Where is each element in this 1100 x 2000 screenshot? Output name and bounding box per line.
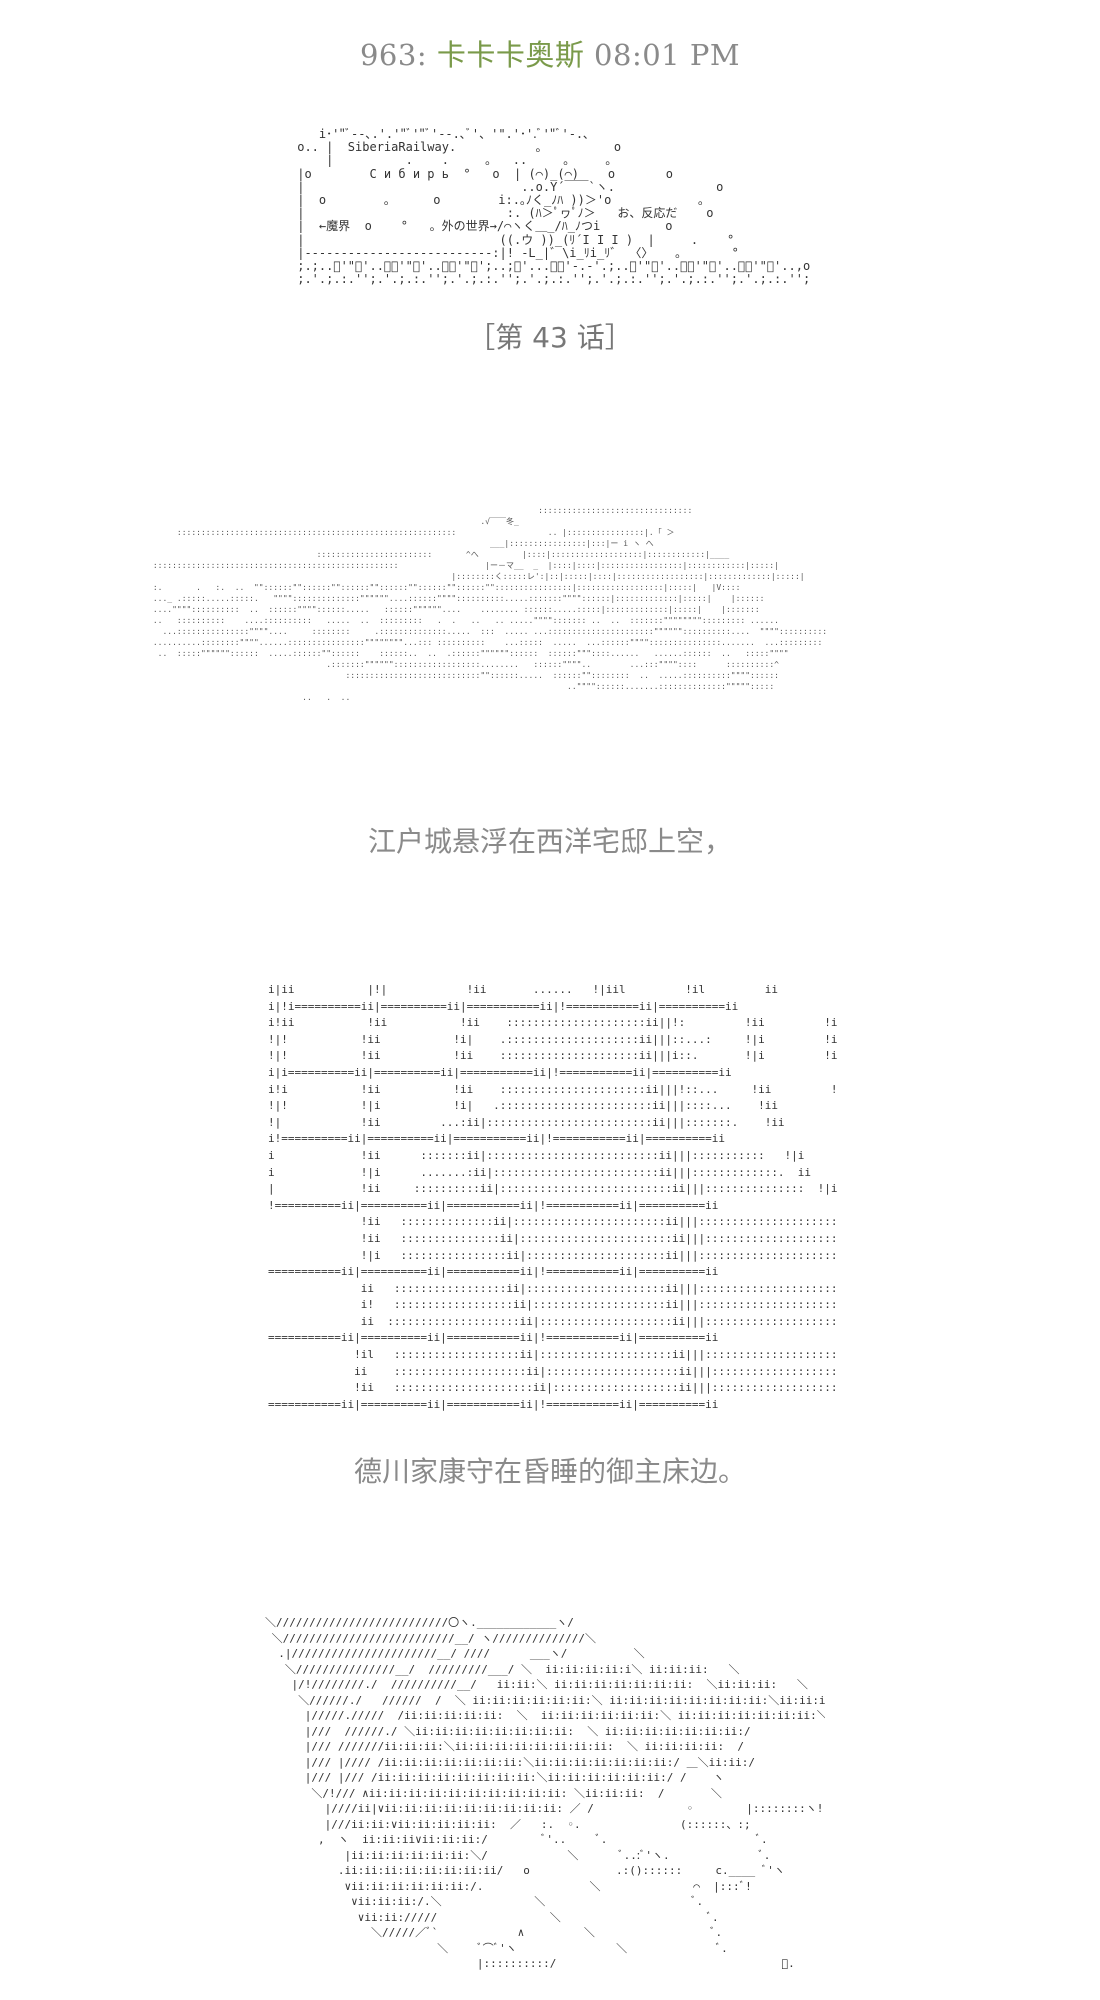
reaction-text: お、反応だ xyxy=(617,206,678,221)
ascii-art-train-sign: i･'"ﾞ‐-､.'.'"ﾞ'"ﾞ'‐-.､ﾞ'、'".'･'.ﾞ'"ﾞ'-.､… xyxy=(297,128,810,287)
caption-edo-castle: 江户城悬浮在西洋宅邸上空， xyxy=(367,825,732,858)
post-author[interactable]: 卡卡卡奥斯 xyxy=(436,38,585,72)
post-number: 963 xyxy=(359,38,417,72)
ascii-art-edo-castle: :::::::::::::::::::::::::::::::: .√￣￣冬_ … xyxy=(152,506,828,702)
sign-cyrillic-text: С и б и р ь xyxy=(369,166,449,181)
ascii-art-shoji-screen: i|ii |!| !ii ...... !|iil !il ii i|!i===… xyxy=(268,983,838,1411)
post-header: 963: 卡卡卡奥斯 08:01 PM xyxy=(0,32,1100,74)
chapter-title: ［第 43 话］ xyxy=(467,321,633,354)
sign-left-text: ←魔界 xyxy=(318,219,351,234)
sign-right-text: 。外の世界→ xyxy=(429,219,497,234)
post-time: 08:01 PM xyxy=(594,38,741,72)
sign-railway-text: SiberiaRailway. xyxy=(347,140,457,155)
post-separator: : xyxy=(416,38,428,72)
caption-ieyasu: 德川家康守在昏睡的御主床边。 xyxy=(353,1455,746,1488)
ascii-art-bedside: ＼//////////////////////////〇ヽ.__________… xyxy=(265,1616,825,1970)
